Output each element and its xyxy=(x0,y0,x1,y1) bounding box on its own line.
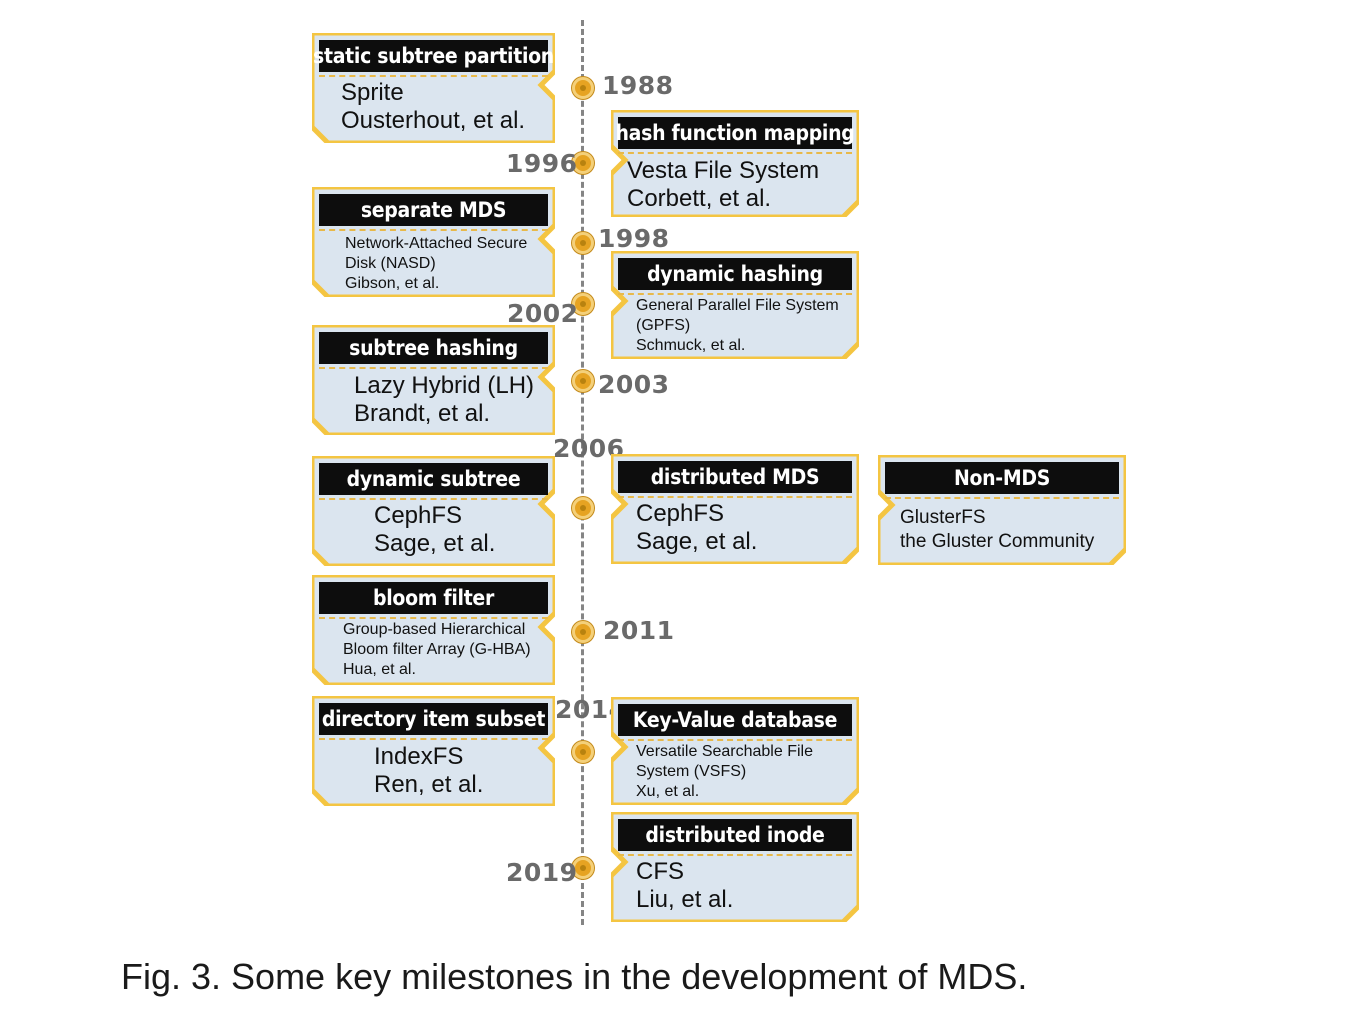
card-line: Gibson, et al. xyxy=(345,275,440,292)
card-divider xyxy=(618,854,852,856)
card-line: Versatile Searchable File xyxy=(636,743,813,760)
milestone-dot-2014 xyxy=(572,741,594,763)
card-body: GlusterFS the Gluster Community xyxy=(900,506,1094,554)
milestone-card-subtree-hashing: subtree hashing Lazy Hybrid (LH) Brandt,… xyxy=(312,325,555,435)
card-line: Xu, et al. xyxy=(636,783,700,800)
card-divider xyxy=(618,152,852,154)
card-title: dynamic hashing xyxy=(618,258,852,290)
card-line: Hua, et al. xyxy=(343,661,416,678)
card-line: the Gluster Community xyxy=(900,531,1095,552)
card-title: static subtree partition xyxy=(313,40,554,72)
card-line: CFS xyxy=(636,858,684,885)
milestone-dot-2019 xyxy=(572,857,594,879)
card-divider xyxy=(618,293,852,295)
milestone-dot-2011 xyxy=(572,621,594,643)
card-title: Non-MDS xyxy=(885,462,1119,494)
milestone-dot-1998 xyxy=(572,232,594,254)
card-title: Key-Value database xyxy=(618,704,852,736)
card-line: CephFS xyxy=(636,500,725,527)
timeline-axis xyxy=(581,20,584,925)
card-divider xyxy=(618,496,852,498)
card-divider xyxy=(319,229,548,231)
year-label-1996: 1996 xyxy=(506,149,578,178)
card-body: IndexFS Ren, et al. xyxy=(374,743,483,799)
card-line: Ren, et al. xyxy=(374,771,484,798)
card-line: Lazy Hybrid (LH) xyxy=(354,372,535,399)
card-line: Network-Attached Secure xyxy=(345,235,528,252)
card-body: CFS Liu, et al. xyxy=(636,858,733,914)
milestone-card-dynamic-hashing: dynamic hashing General Parallel File Sy… xyxy=(611,251,859,359)
card-divider xyxy=(618,739,852,741)
card-title: dynamic subtree xyxy=(319,463,548,495)
card-line: Bloom filter Array (G-HBA) xyxy=(343,641,531,658)
card-body: Group-based Hierarchical Bloom filter Ar… xyxy=(343,620,531,680)
card-line: Disk (NASD) xyxy=(345,255,436,272)
milestone-dot-1988 xyxy=(572,77,594,99)
card-title: separate MDS xyxy=(319,194,548,226)
milestone-dot-2003 xyxy=(572,370,594,392)
card-title: directory item subset xyxy=(319,703,548,735)
milestone-card-directory-item-subset: directory item subset IndexFS Ren, et al… xyxy=(312,696,555,806)
card-line: CephFS xyxy=(374,502,463,529)
card-body: Network-Attached Secure Disk (NASD) Gibs… xyxy=(345,234,527,294)
card-body: Lazy Hybrid (LH) Brandt, et al. xyxy=(354,372,534,428)
year-label-2002: 2002 xyxy=(507,299,579,328)
milestone-dot-2002 xyxy=(572,293,594,315)
card-line: Sage, et al. xyxy=(374,530,496,557)
year-label-1998: 1998 xyxy=(598,224,670,253)
figure-caption: Fig. 3. Some key milestones in the devel… xyxy=(121,956,1028,997)
card-body: Sprite Ousterhout, et al. xyxy=(341,79,525,135)
card-body: CephFS Sage, et al. xyxy=(636,500,757,556)
card-title: distributed MDS xyxy=(618,461,852,493)
card-divider xyxy=(319,75,548,77)
card-line: System (VSFS) xyxy=(636,763,747,780)
card-divider xyxy=(319,367,548,369)
milestone-card-static-subtree-partition: static subtree partition Sprite Ousterho… xyxy=(312,33,555,143)
card-title: bloom filter xyxy=(319,582,548,614)
milestone-card-distributed-inode: distributed inode CFS Liu, et al. xyxy=(611,812,859,922)
card-line: Ousterhout, et al. xyxy=(341,107,526,134)
card-line: General Parallel File System xyxy=(636,297,839,314)
card-line: Sage, et al. xyxy=(636,528,758,555)
card-divider xyxy=(319,498,548,500)
milestone-card-distributed-mds: distributed MDS CephFS Sage, et al. xyxy=(611,454,859,564)
card-title: distributed inode xyxy=(618,819,852,851)
card-divider xyxy=(885,497,1119,499)
card-line: Brandt, et al. xyxy=(354,400,491,427)
milestone-card-separate-mds: separate MDS Network-Attached Secure Dis… xyxy=(312,187,555,297)
card-line: Sprite xyxy=(341,79,404,106)
card-line: Corbett, et al. xyxy=(627,185,772,212)
card-line: IndexFS xyxy=(374,743,464,770)
card-line: Vesta File System xyxy=(627,157,820,184)
card-body: General Parallel File System (GPFS) Schm… xyxy=(636,296,839,356)
card-title: subtree hashing xyxy=(319,332,548,364)
card-divider xyxy=(319,738,548,740)
card-line: Liu, et al. xyxy=(636,886,734,913)
milestone-card-key-value-database: Key-Value database Versatile Searchable … xyxy=(611,697,859,805)
milestone-dot-1996 xyxy=(572,152,594,174)
milestone-card-bloom-filter: bloom filter Group-based Hierarchical Bl… xyxy=(312,575,555,685)
milestone-card-hash-function-mapping: hash function mapping Vesta File System … xyxy=(611,110,859,217)
card-body: CephFS Sage, et al. xyxy=(374,502,495,558)
card-title: hash function mapping xyxy=(616,117,855,149)
milestone-card-dynamic-subtree: dynamic subtree CephFS Sage, et al. xyxy=(312,456,555,566)
year-label-1988: 1988 xyxy=(602,71,674,100)
card-line: GlusterFS xyxy=(900,507,986,528)
year-label-2019: 2019 xyxy=(506,858,578,887)
card-body: Versatile Searchable File System (VSFS) … xyxy=(636,742,813,802)
card-line: Schmuck, et al. xyxy=(636,337,746,354)
year-label-2003: 2003 xyxy=(598,370,670,399)
year-label-2011: 2011 xyxy=(603,616,675,645)
milestone-card-non-mds: Non-MDS GlusterFS the Gluster Community xyxy=(878,455,1126,565)
card-body: Vesta File System Corbett, et al. xyxy=(627,157,819,213)
card-divider xyxy=(319,617,548,619)
card-line: (GPFS) xyxy=(636,317,691,334)
card-line: Group-based Hierarchical xyxy=(343,621,526,638)
milestone-dot-2006 xyxy=(572,497,594,519)
